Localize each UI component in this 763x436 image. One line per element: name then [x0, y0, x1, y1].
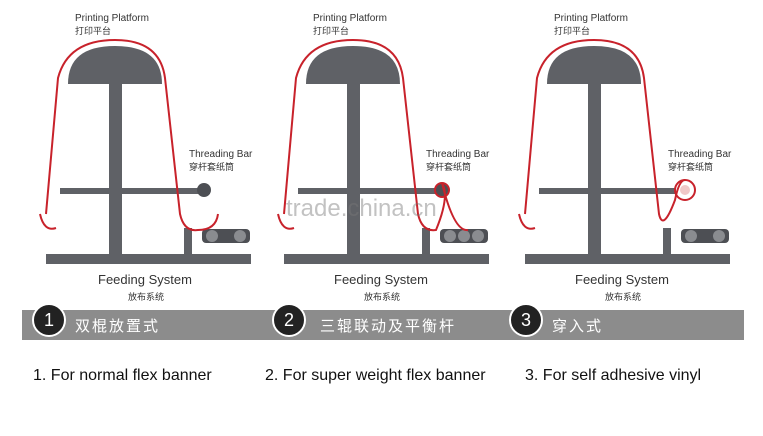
feeding-rollers	[681, 229, 729, 243]
platform-label-cn: 打印平台	[554, 26, 591, 36]
panel-2: Printing Platform 打印平台 Threading Bar 穿杆套…	[258, 0, 508, 302]
diagram-3	[518, 38, 730, 264]
cross-beam	[298, 188, 448, 194]
caption-3: 3. For self adhesive vinyl	[525, 367, 702, 384]
feeding-rollers	[202, 229, 250, 243]
media-path	[524, 38, 686, 222]
step-3-badge: 3	[509, 303, 543, 337]
caption-1: 1. For normal flex banner	[33, 367, 212, 384]
threading-label: Threading Bar	[426, 149, 490, 160]
support-column	[588, 84, 601, 254]
threading-label-cn: 穿杆套纸筒	[189, 162, 235, 172]
printing-platform	[68, 46, 162, 84]
threading-label-cn: 穿杆套纸筒	[668, 162, 714, 172]
media-path	[283, 38, 469, 232]
feeding-frame	[663, 228, 671, 254]
platform-label: Printing Platform	[313, 13, 387, 24]
step-2-title: 三辊联动及平衡杆	[320, 318, 457, 335]
diagram-1	[39, 38, 251, 264]
base-plate	[525, 254, 730, 264]
printing-platform	[306, 46, 400, 84]
feeding-frame	[184, 228, 192, 254]
feeding-label: Feeding System	[98, 272, 192, 287]
feeding-label-cn: 放布系统	[364, 292, 401, 302]
caption-2: 2. For super weight flex banner	[265, 367, 486, 384]
feeding-rollers	[440, 229, 488, 243]
panel-1: Printing Platform 打印平台 Threading Bar 穿杆套…	[20, 0, 270, 302]
panel-3: Printing Platform 打印平台 Threading Bar 穿杆套…	[499, 0, 749, 302]
watermark: trade.china.cn	[286, 195, 437, 222]
printing-platform	[547, 46, 641, 84]
support-column	[109, 84, 122, 254]
media-loop-left	[277, 213, 295, 230]
media-loop-left	[39, 213, 57, 230]
feeding-label-cn: 放布系统	[128, 292, 165, 302]
base-plate	[46, 254, 251, 264]
step-1-badge: 1	[32, 303, 66, 337]
cross-beam	[539, 188, 689, 194]
feeding-label: Feeding System	[575, 272, 669, 287]
step-2-badge: 2	[272, 303, 306, 337]
diagram-2	[277, 38, 489, 264]
media-path	[45, 38, 219, 232]
base-plate	[284, 254, 489, 264]
feeding-label-cn: 放布系统	[605, 292, 642, 302]
step-3-title: 穿入式	[552, 318, 604, 335]
platform-label: Printing Platform	[554, 13, 628, 24]
media-loop-left	[518, 213, 536, 230]
feeding-label: Feeding System	[334, 272, 428, 287]
platform-label-cn: 打印平台	[75, 26, 112, 36]
threading-label: Threading Bar	[189, 149, 253, 160]
platform-label: Printing Platform	[75, 13, 149, 24]
support-column	[347, 84, 360, 254]
title-band	[22, 310, 744, 340]
threading-label: Threading Bar	[668, 149, 732, 160]
step-1-title: 双棍放置式	[75, 318, 161, 335]
threading-label-cn: 穿杆套纸筒	[426, 162, 472, 172]
platform-label-cn: 打印平台	[313, 26, 350, 36]
cross-beam	[60, 188, 210, 194]
threading-bar	[197, 183, 211, 197]
feeding-frame	[422, 228, 430, 254]
